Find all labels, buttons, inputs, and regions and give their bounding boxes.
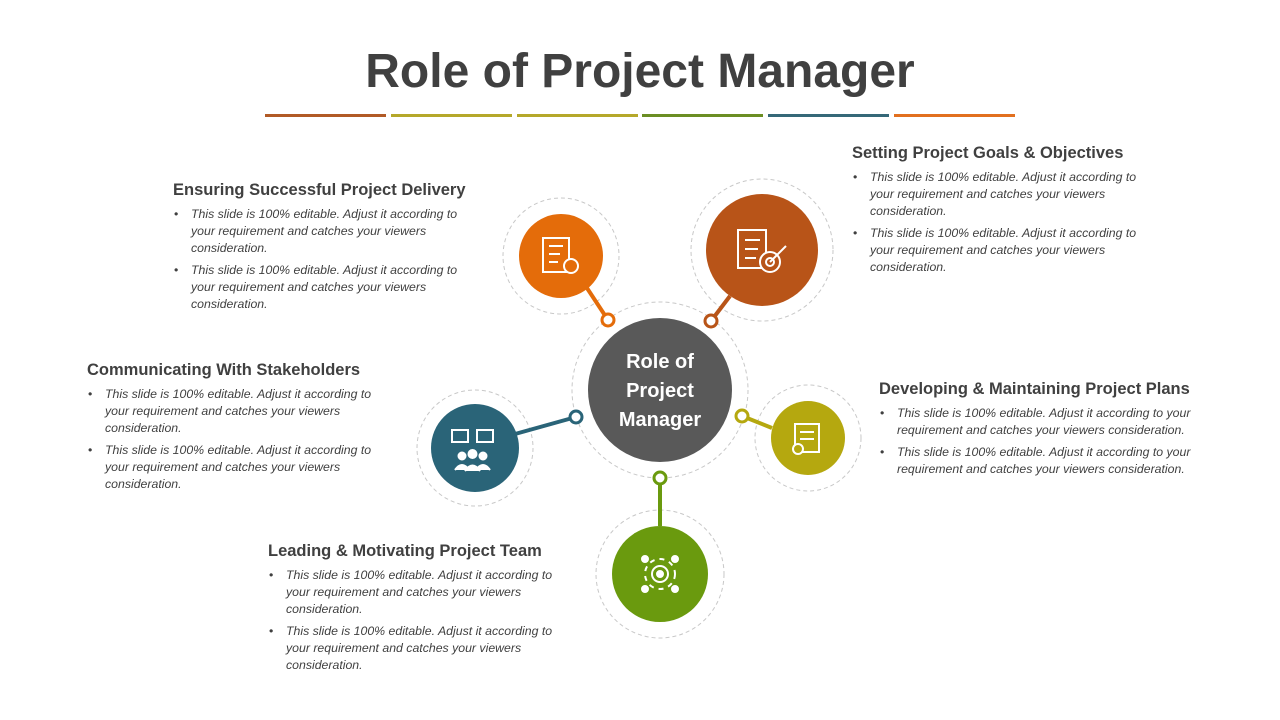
bullet: This slide is 100% editable. Adjust it a…	[880, 405, 1197, 439]
divider	[642, 114, 763, 117]
goals-circle	[706, 194, 818, 306]
bullet: This slide is 100% editable. Adjust it a…	[269, 567, 578, 618]
connector-dot	[568, 409, 584, 425]
plan-document-gear-icon	[792, 423, 820, 455]
divider	[391, 114, 512, 117]
item-title: Developing & Maintaining Project Plans	[879, 380, 1190, 398]
delivery-circle	[519, 214, 603, 298]
communicating-circle	[431, 404, 519, 492]
item-title: Setting Project Goals & Objectives	[852, 144, 1124, 162]
divider	[894, 114, 1015, 117]
bullet: This slide is 100% editable. Adjust it a…	[269, 623, 578, 674]
center-circle	[588, 318, 732, 462]
dashed-ring	[502, 197, 620, 315]
item-title: Ensuring Successful Project Delivery	[173, 181, 466, 199]
item-plans: Developing & Maintaining Project Plans T…	[879, 380, 1199, 483]
page-title: Role of Project Manager	[365, 45, 915, 98]
bullet: This slide is 100% editable. Adjust it a…	[88, 386, 397, 437]
connector-dot	[703, 313, 719, 329]
team-gear-icon	[641, 555, 679, 593]
bullet: This slide is 100% editable. Adjust it a…	[853, 225, 1162, 276]
bullet: This slide is 100% editable. Adjust it a…	[853, 169, 1162, 220]
item-delivery: Ensuring Successful Project Delivery Thi…	[173, 181, 483, 318]
bullet: This slide is 100% editable. Adjust it a…	[880, 444, 1197, 478]
dashed-ring	[690, 178, 834, 322]
bullet: This slide is 100% editable. Adjust it a…	[174, 206, 483, 257]
checklist-gear-icon	[542, 237, 579, 274]
divider	[768, 114, 889, 117]
item-title: Communicating With Stakeholders	[87, 361, 361, 379]
dashed-ring	[754, 384, 862, 492]
connector	[514, 415, 577, 436]
item-goals: Setting Project Goals & Objectives This …	[852, 144, 1162, 281]
item-team: Leading & Motivating Project Team This s…	[268, 542, 578, 679]
center-label: Role of Project Manager	[619, 351, 701, 431]
dashed-ring	[416, 389, 534, 507]
divider	[265, 114, 386, 117]
item-title: Leading & Motivating Project Team	[268, 542, 542, 560]
bullet: This slide is 100% editable. Adjust it a…	[88, 442, 397, 493]
center-label-line: Role of	[626, 351, 694, 373]
bullet: This slide is 100% editable. Adjust it a…	[174, 262, 483, 313]
connector-dot	[652, 470, 668, 486]
center-label-line: Manager	[619, 409, 701, 431]
item-communicating: Communicating With Stakeholders This sli…	[87, 361, 397, 498]
connector-dot	[734, 408, 750, 424]
connector-dot	[600, 312, 616, 328]
team-chat-icon	[451, 429, 494, 472]
dashed-ring	[571, 301, 749, 479]
center-label-line: Project	[626, 380, 694, 402]
divider	[517, 114, 638, 117]
clipboard-target-icon	[737, 229, 787, 273]
